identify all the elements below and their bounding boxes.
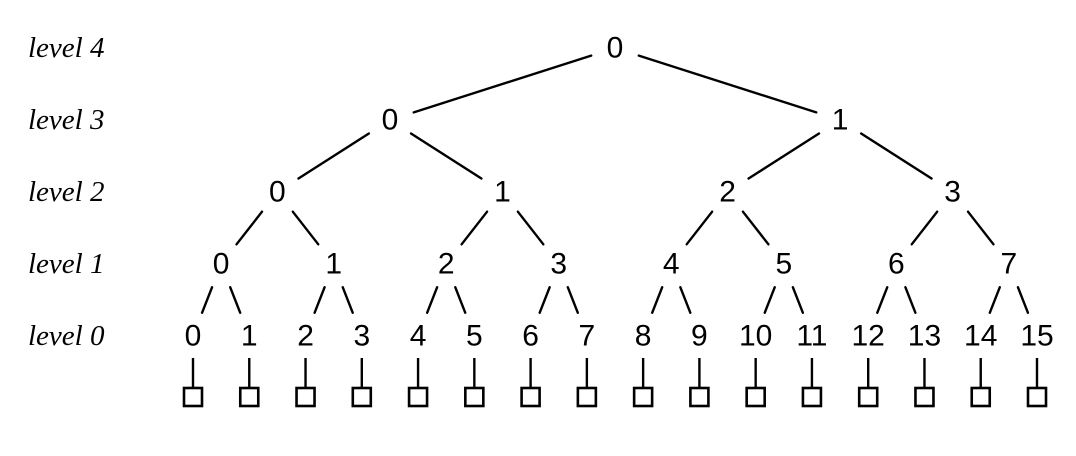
level-label: level 1 xyxy=(28,248,104,280)
tree-edge xyxy=(538,286,551,314)
tree-node-label: 11 xyxy=(796,320,827,353)
tree-node-label: 3 xyxy=(550,248,567,281)
leaf-box xyxy=(520,386,541,408)
tree-node-label: 9 xyxy=(691,320,708,353)
leaf-box xyxy=(857,386,879,408)
level-label: level 2 xyxy=(28,176,104,208)
tree-edge xyxy=(460,210,489,246)
leaf-box xyxy=(238,386,260,408)
leaf-box xyxy=(745,386,766,408)
tree-node-label: 6 xyxy=(522,320,539,353)
tree-edge xyxy=(341,286,354,314)
tree-node-label: 4 xyxy=(410,320,427,353)
tree-edge xyxy=(741,210,770,246)
leaf-box xyxy=(801,386,823,408)
tree-edge xyxy=(291,210,320,246)
tree-node-label: 0 xyxy=(382,104,399,137)
tree-node-label: 1 xyxy=(832,104,849,137)
tree-edge xyxy=(313,286,326,314)
tree-node-label: 10 xyxy=(739,320,772,353)
tree-node-label: 14 xyxy=(964,320,997,353)
tree-node-label: 2 xyxy=(438,248,455,281)
tree-node-label: 3 xyxy=(944,176,961,209)
tree-edge xyxy=(791,286,805,314)
tree-node-label: 7 xyxy=(1001,248,1018,281)
tree-edge xyxy=(566,286,579,314)
tree-edge xyxy=(235,210,264,246)
tree-edge xyxy=(229,286,242,314)
tree-edge xyxy=(409,132,483,180)
tree-node-label: 5 xyxy=(775,248,792,281)
tree-edge xyxy=(876,286,889,314)
level-label: level 4 xyxy=(28,32,104,64)
level-label: level 0 xyxy=(28,320,105,352)
leaf-box xyxy=(689,386,710,408)
leaf-box xyxy=(464,386,485,408)
tree-node-label: 8 xyxy=(635,320,652,353)
tree-node-label: 0 xyxy=(185,320,202,353)
leaf-box xyxy=(632,386,654,408)
tree-edge xyxy=(1016,286,1030,314)
tree-edge xyxy=(412,54,593,114)
leaf-box xyxy=(351,386,373,408)
leaf-box xyxy=(576,386,598,408)
tree-node-label: 12 xyxy=(852,320,885,353)
tree-edge xyxy=(297,132,371,180)
tree-edge xyxy=(200,286,214,314)
tree-node-label: 15 xyxy=(1020,320,1053,353)
tree-node-label: 2 xyxy=(297,320,314,353)
tree-edge xyxy=(904,286,917,314)
leaf-box xyxy=(1026,386,1048,408)
tree-edge xyxy=(425,286,439,314)
tree-node-label: 5 xyxy=(466,320,483,353)
tree-edge xyxy=(747,132,821,180)
tree-edge xyxy=(679,286,692,314)
tree-node-label: 1 xyxy=(325,248,342,281)
tree-edge xyxy=(685,210,714,246)
tree-node-label: 1 xyxy=(494,176,511,209)
tree-node-label: 4 xyxy=(663,248,680,281)
tree-edge xyxy=(763,286,776,314)
leaf-box xyxy=(970,386,992,408)
tree-edge xyxy=(516,210,545,246)
leaf-box xyxy=(914,386,935,408)
tree-node-label: 2 xyxy=(719,176,736,209)
tree-node-label: 6 xyxy=(888,248,905,281)
tree-node-label: 0 xyxy=(269,176,286,209)
tree-node-label: 13 xyxy=(908,320,941,353)
level-label: level 3 xyxy=(28,104,104,136)
tree-edge xyxy=(910,210,939,246)
tree-edge xyxy=(651,286,664,314)
leaf-box xyxy=(407,386,429,408)
tree-edge xyxy=(859,132,933,180)
tree-edge xyxy=(988,286,1001,314)
tree-node-label: 3 xyxy=(353,320,370,353)
tree-node-label: 0 xyxy=(213,248,230,281)
tree-edge xyxy=(637,54,818,114)
tree-node-label: 0 xyxy=(607,32,624,65)
leaf-box xyxy=(182,386,204,408)
tree-node-label: 1 xyxy=(241,320,258,353)
leaf-box xyxy=(295,386,316,408)
tree-edge xyxy=(454,286,467,314)
tree-edge xyxy=(966,210,995,246)
tree-node-label: 7 xyxy=(579,320,596,353)
